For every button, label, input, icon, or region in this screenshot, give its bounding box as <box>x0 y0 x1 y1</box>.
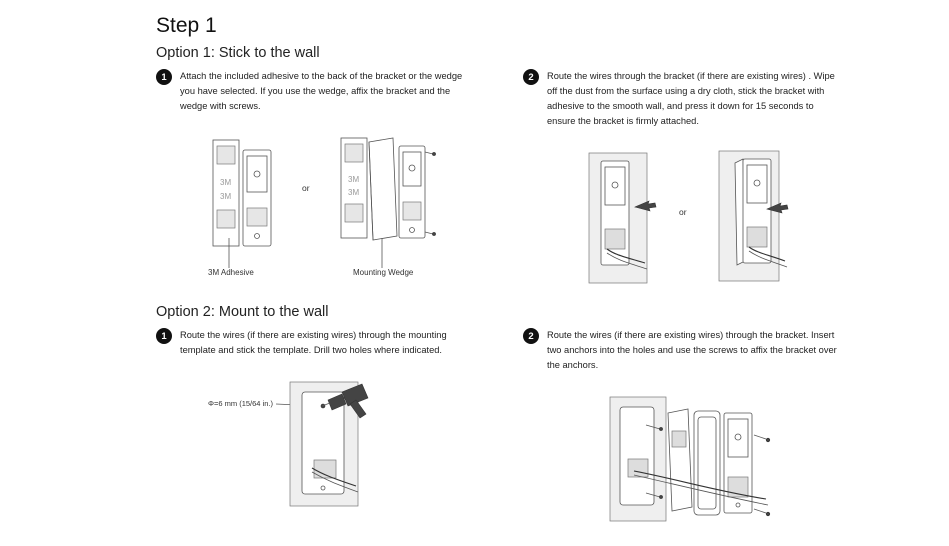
tape-3m-text: 3M <box>220 178 231 187</box>
wedge-drawing <box>667 408 693 512</box>
bracket-drawing <box>242 149 272 247</box>
step-instruction-text: Attach the included adhesive to the back… <box>180 71 463 111</box>
exploded-mount-illustration <box>609 396 771 522</box>
option2-step2: 2 Route the wires (if there are existing… <box>523 328 847 373</box>
anchor-screws-drawing <box>645 424 663 499</box>
option1-step1: 1 Attach the included adhesive to the ba… <box>156 69 470 114</box>
option1-step2: 2 Route the wires through the bracket (i… <box>523 69 837 129</box>
wall-panel-drawing <box>718 150 789 282</box>
stick-to-wall-illustration: or <box>588 150 789 284</box>
screw-drawing <box>753 434 771 517</box>
step-number-badge: 1 <box>156 328 172 344</box>
drill-size-label: Φ=6 mm (15/64 in.) <box>208 399 273 408</box>
or-label: or <box>302 183 310 193</box>
wedge-drawing <box>368 137 398 241</box>
drill-template-illustration <box>275 381 369 507</box>
step-instruction-text: Route the wires (if there are existing w… <box>547 330 837 370</box>
wall-panel-drawing <box>588 152 657 284</box>
step-number-badge: 2 <box>523 69 539 85</box>
step-number-badge: 2 <box>523 328 539 344</box>
tape-3m-text: 3M <box>220 192 231 201</box>
page-title: Step 1 <box>156 14 217 37</box>
bracket-drawing <box>723 412 753 514</box>
cover-drawing <box>693 410 721 516</box>
adhesive-wedge-illustration: 3M 3M or 3M 3M <box>212 137 436 268</box>
adhesive-tape-drawing: 3M 3M <box>212 139 240 247</box>
step-instruction-text: Route the wires (if there are existing w… <box>180 330 447 355</box>
option2-heading: Option 2: Mount to the wall <box>156 304 329 320</box>
wedge-tape-drawing: 3M 3M <box>340 137 368 239</box>
drill-icon <box>321 383 369 419</box>
adhesive-caption: 3M Adhesive <box>208 268 254 277</box>
step-instruction-text: Route the wires through the bracket (if … <box>547 71 835 126</box>
step-number-badge: 1 <box>156 69 172 85</box>
wall-panel-drawing <box>609 396 667 522</box>
or-label: or <box>679 207 687 217</box>
option2-step1: 1 Route the wires (if there are existing… <box>156 328 470 358</box>
tape-3m-text: 3M <box>348 175 359 184</box>
tape-3m-text: 3M <box>348 188 359 197</box>
bracket-drawing <box>398 145 436 239</box>
mounting-wedge-caption: Mounting Wedge <box>353 268 414 277</box>
option1-heading: Option 1: Stick to the wall <box>156 45 320 61</box>
